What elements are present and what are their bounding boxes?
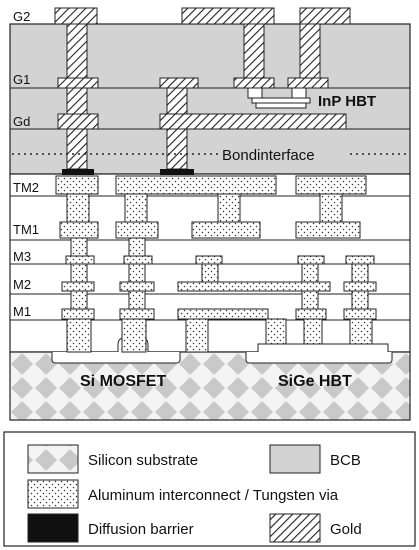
diffusion-barriers [62, 169, 194, 175]
tm1-m3-vias [70, 237, 146, 257]
m1-pads [61, 308, 377, 320]
m2-pads [61, 281, 377, 292]
legend-label-gold: Gold [330, 521, 362, 538]
contact-vias [66, 318, 373, 353]
layer-label-m2: M2 [13, 277, 31, 292]
gd-gold-pads [57, 113, 347, 130]
legend-label-aluminum: Aluminum interconnect / Tungsten via [88, 487, 339, 504]
layer-label-m1: M1 [13, 304, 31, 319]
g2-gold-pads [54, 7, 351, 25]
layer-label-tm1: TM1 [13, 222, 39, 237]
legend-label-silicon: Silicon substrate [88, 452, 198, 469]
si-mosfet-label: Si MOSFET [80, 373, 166, 390]
m3-m2-vias [70, 263, 369, 283]
gold-vias-bond [66, 128, 188, 170]
layer-label-g2: G2 [13, 9, 30, 24]
legend-label-barrier: Diffusion barrier [88, 521, 194, 538]
g1-gold-pads [57, 77, 329, 89]
legend-swatch-barrier [27, 513, 79, 543]
legend: Silicon substrate BCB Aluminum interconn… [3, 431, 416, 547]
inp-hbt-label: InP HBT [318, 93, 376, 110]
layer-labels: G2 G1 Gd TM2 TM1 M3 M2 M1 [13, 9, 39, 319]
legend-label-bcb: BCB [330, 452, 361, 469]
layer-label-m3: M3 [13, 249, 31, 264]
legend-swatch-silicon [27, 444, 79, 474]
layer-label-g1: G1 [13, 72, 30, 87]
bond-interface: Bondinterface [12, 147, 408, 164]
layer-label-tm2: TM2 [13, 180, 39, 195]
m2-m1-vias [70, 290, 369, 310]
gold-vias-upper [66, 23, 321, 79]
tm2-tm1-vias [66, 193, 343, 223]
gold-vias-mid [66, 87, 188, 115]
tm2-pads [55, 175, 367, 195]
inp-hbt-device: InP HBT [247, 87, 376, 110]
legend-swatch-bcb [269, 444, 321, 474]
layer-label-gd: Gd [13, 114, 30, 129]
sige-hbt-label: SiGe HBT [278, 373, 352, 390]
bond-interface-label: Bondinterface [222, 147, 315, 164]
legend-swatch-aluminum [27, 479, 79, 509]
legend-swatch-gold [269, 513, 321, 543]
